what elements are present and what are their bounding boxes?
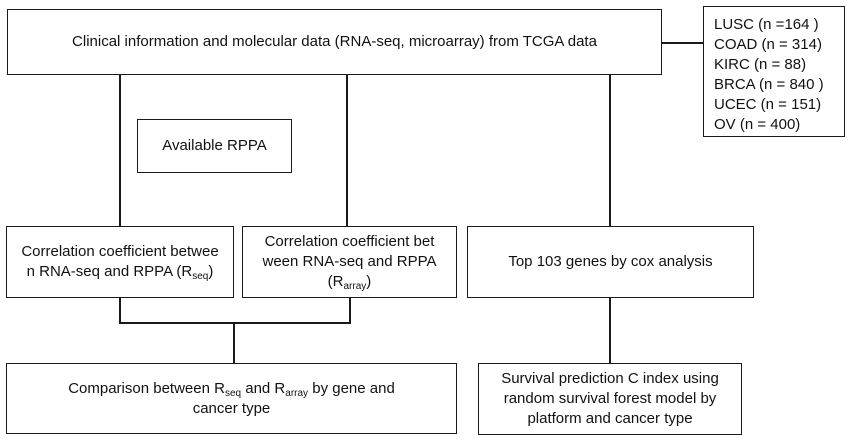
cohort-lusc: LUSC (n =164 ) <box>714 16 819 33</box>
corr-seq-box: Correlation coefficient betwee n RNA-seq… <box>6 226 234 298</box>
comparison-part2: and R <box>241 379 286 397</box>
tcga-data-box: Clinical information and molecular data … <box>7 9 662 75</box>
comparison-text: Comparison between Rseq and Rarray by ge… <box>68 379 395 419</box>
cohort-brca: BRCA (n = 840 ) <box>714 76 824 93</box>
survival-line1: Survival prediction C index using <box>501 370 719 387</box>
rppa-box: Available RPPA <box>137 119 292 173</box>
corr-array-line1: Correlation coefficient bet <box>264 233 435 250</box>
survival-line3: platform and cancer type <box>527 410 693 427</box>
connector-corr-seq-down <box>119 297 121 323</box>
corr-array-text: Correlation coefficient bet ween RNA-seq… <box>263 232 437 292</box>
cox-label: Top 103 genes by cox analysis <box>508 253 713 270</box>
connector-top-to-cox <box>609 74 611 227</box>
corr-seq-line2: n RNA-seq and RPPA (Rseq) <box>21 262 218 282</box>
connector-top-to-corr-seq <box>119 74 121 227</box>
corr-array-box: Correlation coefficient bet ween RNA-seq… <box>242 226 457 298</box>
corr-seq-line1: Correlation coefficient betwee <box>21 243 219 260</box>
comparison-sub-array: array <box>285 387 309 399</box>
corr-array-close: ) <box>366 273 372 290</box>
cohort-list-box: LUSC (n =164 ) COAD (n = 314) KIRC (n = … <box>703 6 845 137</box>
comparison-line1: Comparison between Rseq and Rarray by ge… <box>68 379 395 399</box>
survival-line2: random survival forest model by <box>503 390 717 407</box>
connector-merge-to-comparison <box>233 322 235 364</box>
connector-top-to-corr-array <box>346 74 348 227</box>
tcga-data-label: Clinical information and molecular data … <box>72 33 597 50</box>
corr-array-pre: (R <box>327 273 344 290</box>
comparison-part1: Comparison between R <box>68 379 225 397</box>
cox-box: Top 103 genes by cox analysis <box>467 226 754 298</box>
comparison-line2: cancer type <box>192 399 271 417</box>
corr-array-line2: ween RNA-seq and RPPA <box>262 253 437 270</box>
cohort-ucec: UCEC (n = 151) <box>714 96 822 113</box>
corr-seq-text: Correlation coefficient betwee n RNA-seq… <box>21 242 218 282</box>
cohort-kirc: KIRC (n = 88) <box>714 56 807 73</box>
corr-array-subscript: array <box>343 281 367 292</box>
corr-array-line3: (Rarray) <box>263 272 437 292</box>
survival-box: Survival prediction C index using random… <box>478 363 742 435</box>
cohort-coad: COAD (n = 314) <box>714 36 822 53</box>
comparison-sub-seq: seq <box>224 387 242 399</box>
cohort-list: LUSC (n =164 ) COAD (n = 314) KIRC (n = … <box>714 15 824 135</box>
comparison-box: Comparison between Rseq and Rarray by ge… <box>6 363 457 434</box>
cohort-ov: OV (n = 400) <box>714 116 801 133</box>
corr-seq-subscript: seq <box>192 271 209 282</box>
comparison-part3: by gene and <box>308 379 395 397</box>
rppa-label: Available RPPA <box>162 137 267 154</box>
connector-top-to-cohorts <box>661 42 703 44</box>
corr-seq-line2-text: n RNA-seq and RPPA (R <box>26 263 193 280</box>
connector-merge-horizontal <box>119 322 351 324</box>
survival-text: Survival prediction C index using random… <box>501 369 719 429</box>
connector-cox-to-survival <box>609 297 611 364</box>
connector-corr-array-down <box>349 297 351 323</box>
corr-seq-close: ) <box>208 263 214 280</box>
